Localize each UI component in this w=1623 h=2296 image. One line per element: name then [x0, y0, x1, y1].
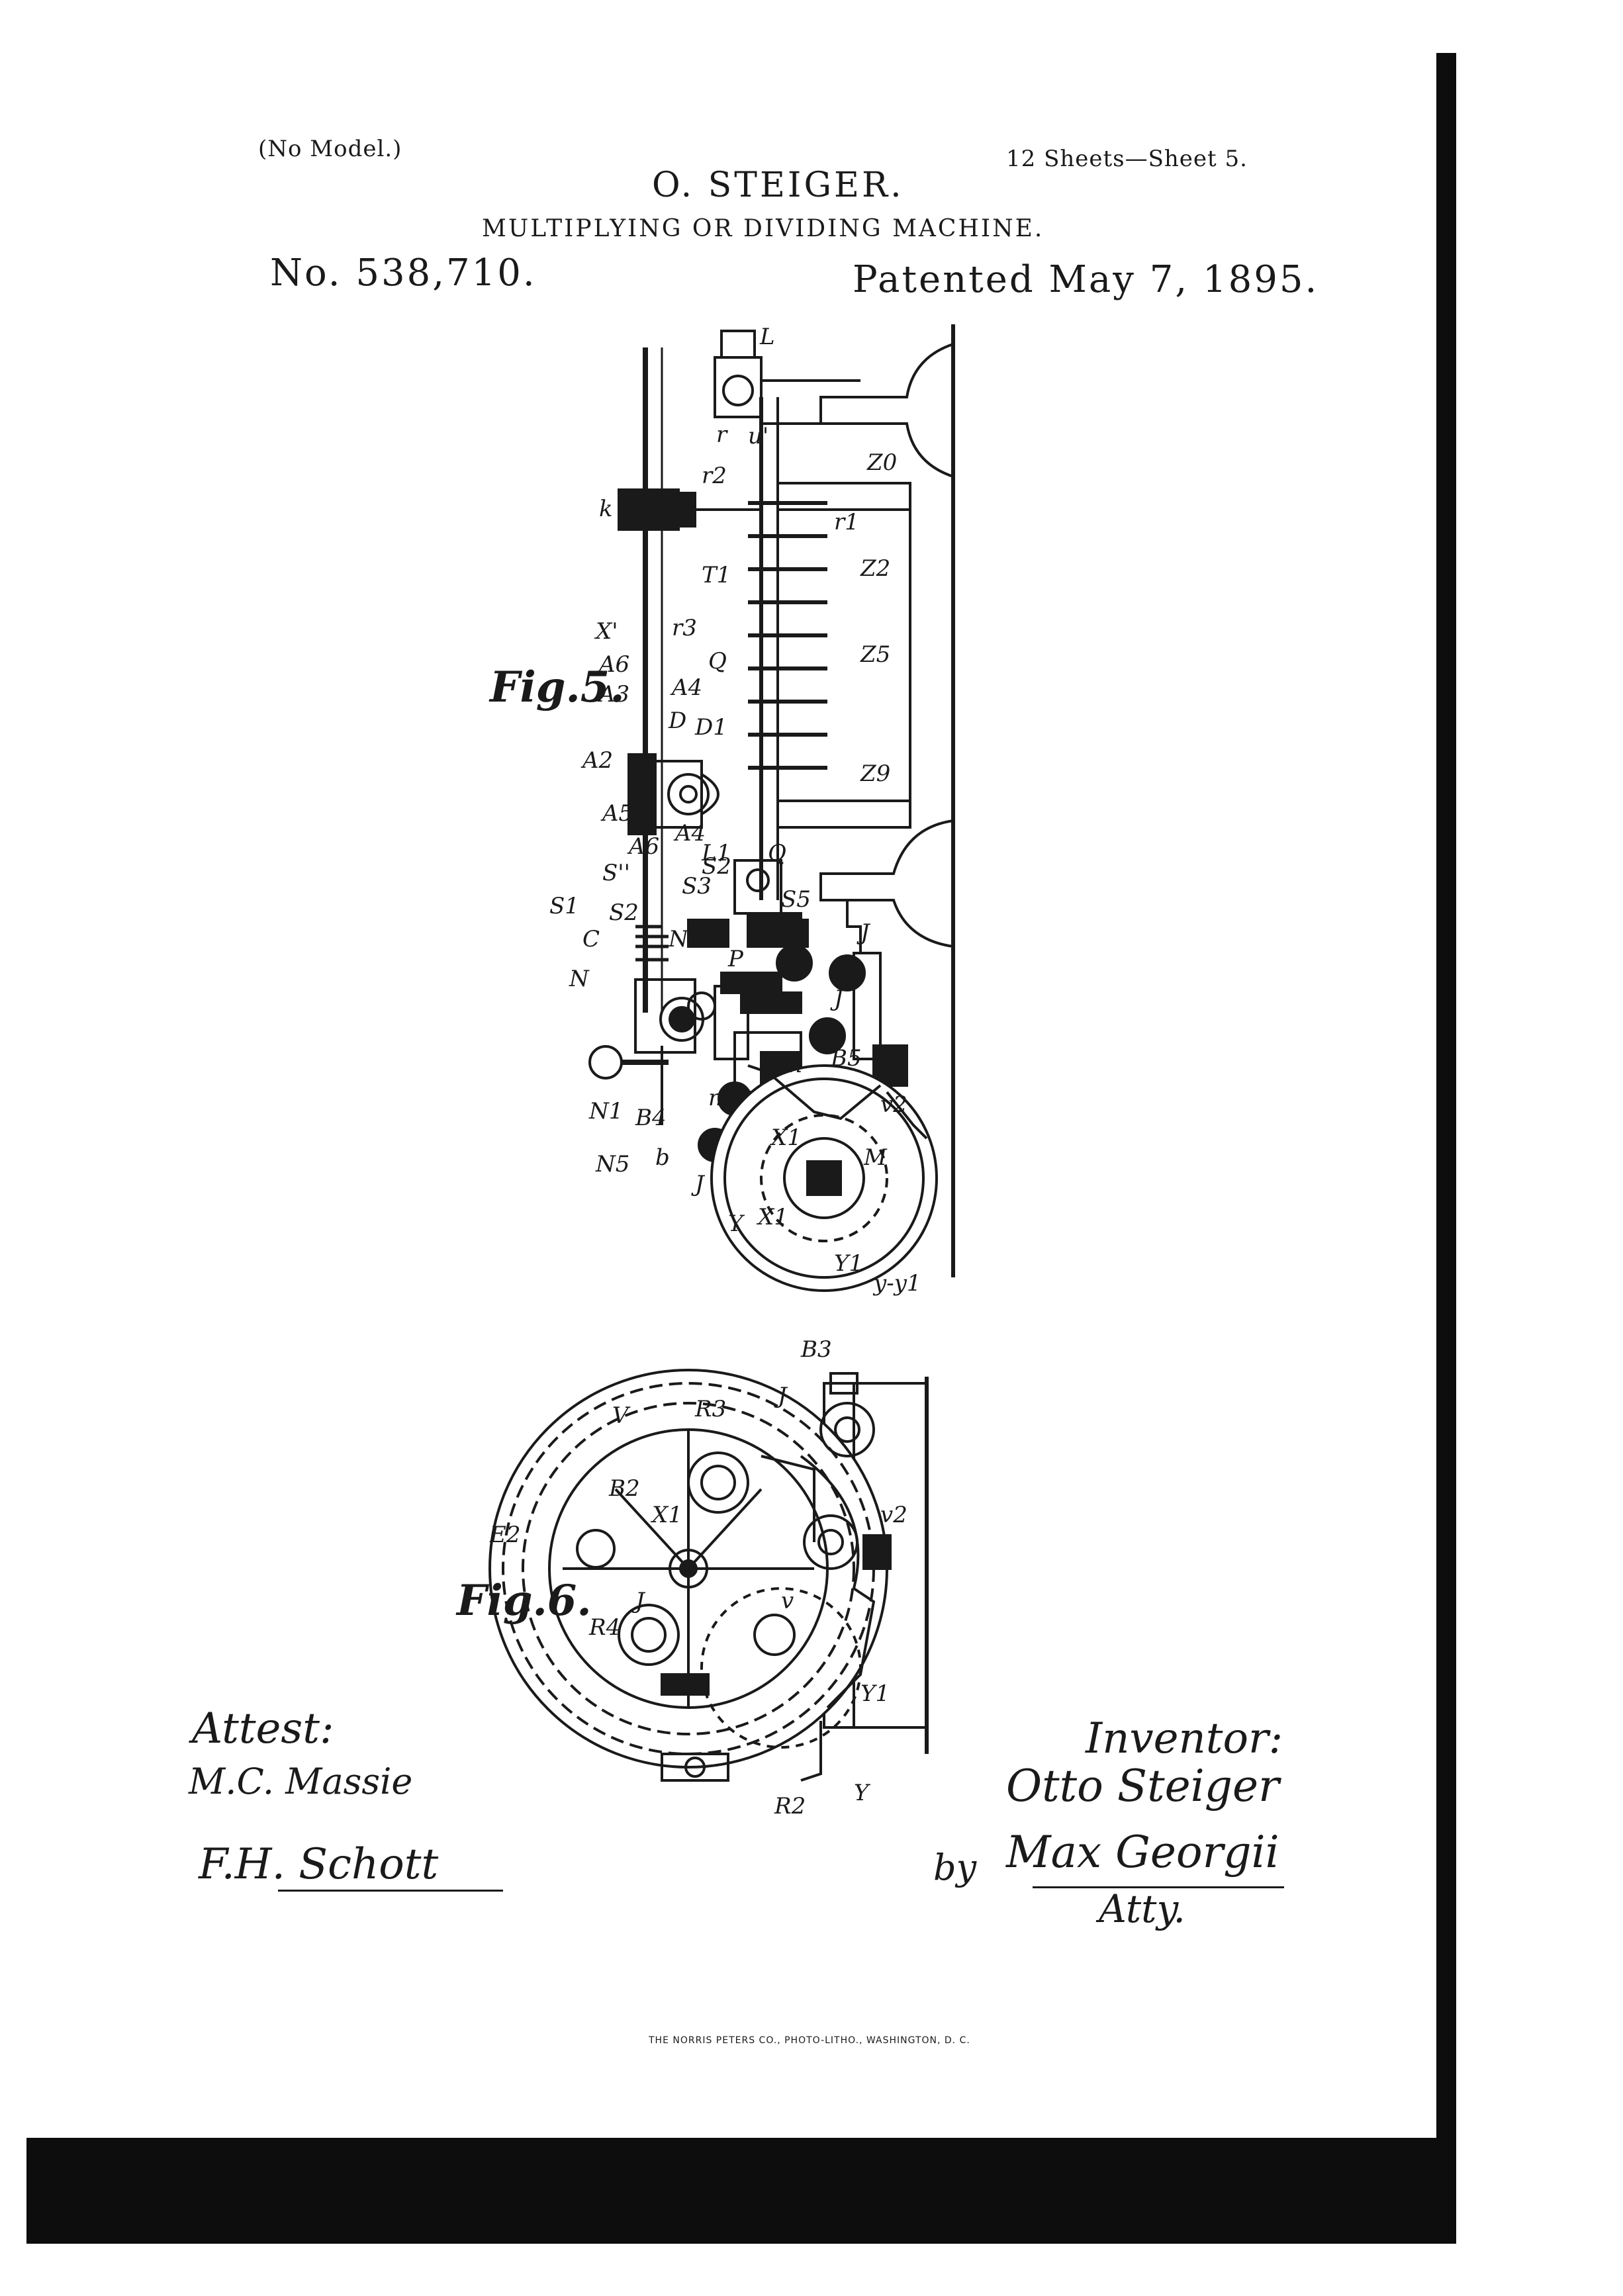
ref-label-j-right: J [857, 919, 871, 946]
fig6-label: Fig.6. [455, 1576, 592, 1626]
attorney-signature: Max Georgii [1006, 1827, 1279, 1878]
ref-label-b3: B3 [800, 1336, 832, 1363]
ref-label-a5: A5 [600, 800, 633, 827]
ref-label-u: u' [748, 423, 768, 449]
ref-label-y1: Y1 [834, 1250, 863, 1277]
attest-label: Attest: [192, 1704, 334, 1753]
ref-label-y-y1: y-y1 [872, 1270, 921, 1297]
ref-label-y: Y [728, 1211, 745, 1237]
ref-label-c: C [582, 926, 600, 952]
ref-label-r3: r3 [672, 615, 697, 641]
fig5-labels: L u' r r2 Z0 k r1 T1 Z2 X' A6 r3 A3 Z5 Q… [488, 324, 921, 1297]
ref-label-s-double: S'' [602, 860, 630, 886]
ref-label-a4: A4 [670, 674, 702, 701]
ref-label-n3: N3 [668, 926, 702, 952]
ref-label-n-prime: n' [708, 1085, 729, 1111]
ref-label-x1: X1 [769, 1125, 802, 1151]
ref-label-v-upper: V [612, 1402, 631, 1429]
ref-label-a6-lower: A6 [627, 833, 659, 860]
ref-label-a2: A2 [580, 747, 613, 774]
ref-label-z9: Z9 [860, 760, 890, 787]
ref-label-r2: r2 [702, 463, 727, 489]
ref-label-n-small: n [781, 923, 796, 949]
model-note: (No Model.) [258, 136, 402, 162]
ref-label-y1-fig6: Y1 [860, 1680, 890, 1707]
ref-label-s2-lower: S2 [609, 899, 639, 926]
ref-label-r: r [716, 422, 728, 448]
ref-label-z2: Z2 [860, 555, 890, 582]
ref-label-s5: S5 [781, 886, 811, 913]
ref-label-z5: Z5 [860, 641, 890, 668]
ref-label-a6: A6 [597, 651, 629, 678]
ref-label-a4-lower: A4 [673, 820, 706, 847]
ref-label-s3: S3 [682, 873, 712, 899]
ref-label-j-lower-fig6: J [631, 1588, 646, 1614]
ref-label-L: L [759, 324, 775, 350]
attorney-signature-underline [1033, 1886, 1284, 1888]
ref-label-a3: A3 [597, 681, 629, 708]
ref-label-m-lower: M [863, 1144, 888, 1171]
ref-label-s2: S2 [702, 853, 731, 880]
fig6-drawing [488, 1369, 929, 1782]
ref-label-t1: T1 [702, 562, 731, 588]
patent-title: MULTIPLYING OR DIVIDING MACHINE. [482, 215, 1044, 242]
ref-label-v-lower: v [781, 1588, 794, 1614]
ref-label-b5: B5 [830, 1045, 862, 1072]
ref-label-n1: N1 [588, 1098, 623, 1125]
scan-edge-right [1436, 53, 1456, 2244]
ref-label-q: Q [708, 648, 727, 674]
ref-label-m: m [781, 1052, 802, 1078]
ref-label-n-lower: n [768, 992, 782, 1019]
fig5-drawing [588, 324, 955, 1292]
ref-label-n5: N5 [595, 1151, 629, 1177]
attorney-suffix: Atty. [1099, 1886, 1185, 1931]
ref-label-z0: Z0 [866, 449, 897, 476]
ref-label-e2: E2 [489, 1522, 520, 1548]
ref-label-v2-fig6: v2 [880, 1502, 907, 1528]
ref-label-x1-fig6: X1 [650, 1502, 682, 1528]
ref-label-v2: v2 [880, 1091, 907, 1118]
ref-label-j-fig6: J [774, 1383, 788, 1409]
inventor-signature: Otto Steiger [1006, 1761, 1279, 1812]
patent-date: Patented May 7, 1895. [853, 258, 1319, 301]
ref-label-r3-fig6: R3 [694, 1396, 726, 1422]
ref-label-j-left: J [691, 1171, 706, 1197]
ref-label-s1: S1 [549, 893, 579, 919]
ref-label-j-lower: J [830, 986, 845, 1012]
ref-label-b2: B2 [608, 1475, 640, 1502]
ref-label-r1: r1 [834, 509, 859, 535]
ref-label-b: b [655, 1144, 670, 1171]
ref-label-y-fig6: Y [854, 1780, 871, 1806]
scan-edge-bottom [26, 2138, 1456, 2244]
patent-number: No. 538,710. [270, 252, 537, 295]
inventor-label: Inventor: [1086, 1714, 1283, 1763]
fig6-labels: Fig.6. E2 V R3 J B3 B2 X1 v2 R4 J v Y1 R… [455, 1336, 907, 1819]
ref-label-d1: D1 [694, 714, 727, 741]
ref-label-q-lower: Q [768, 840, 786, 866]
ref-label-x-prime: X' [594, 618, 618, 645]
by-label: by [933, 1847, 977, 1888]
ref-label-r2: R2 [774, 1793, 806, 1819]
ref-label-d: D [668, 708, 686, 734]
witness-signature-underline [278, 1890, 503, 1892]
ref-label-r4: R4 [588, 1614, 620, 1641]
ref-label-p: P [727, 946, 744, 972]
ref-label-k: k [599, 496, 613, 522]
fig5-label: Fig.5. [488, 663, 625, 712]
inventor-name: O. STEIGER. [652, 165, 904, 205]
ref-label-l1: L1 [701, 840, 731, 866]
sheet-number: 12 Sheets—Sheet 5. [1006, 146, 1248, 172]
ref-label-b4: B4 [635, 1105, 667, 1131]
ref-label-n: N [569, 966, 590, 992]
witness-signature-2: F.H. Schott [199, 1840, 439, 1889]
printer-credit: THE NORRIS PETERS CO., PHOTO-LITHO., WAS… [649, 2035, 970, 2046]
witness-signature-1: M.C. Massie [189, 1761, 413, 1802]
ref-label-x1-lower: X1 [756, 1204, 788, 1230]
